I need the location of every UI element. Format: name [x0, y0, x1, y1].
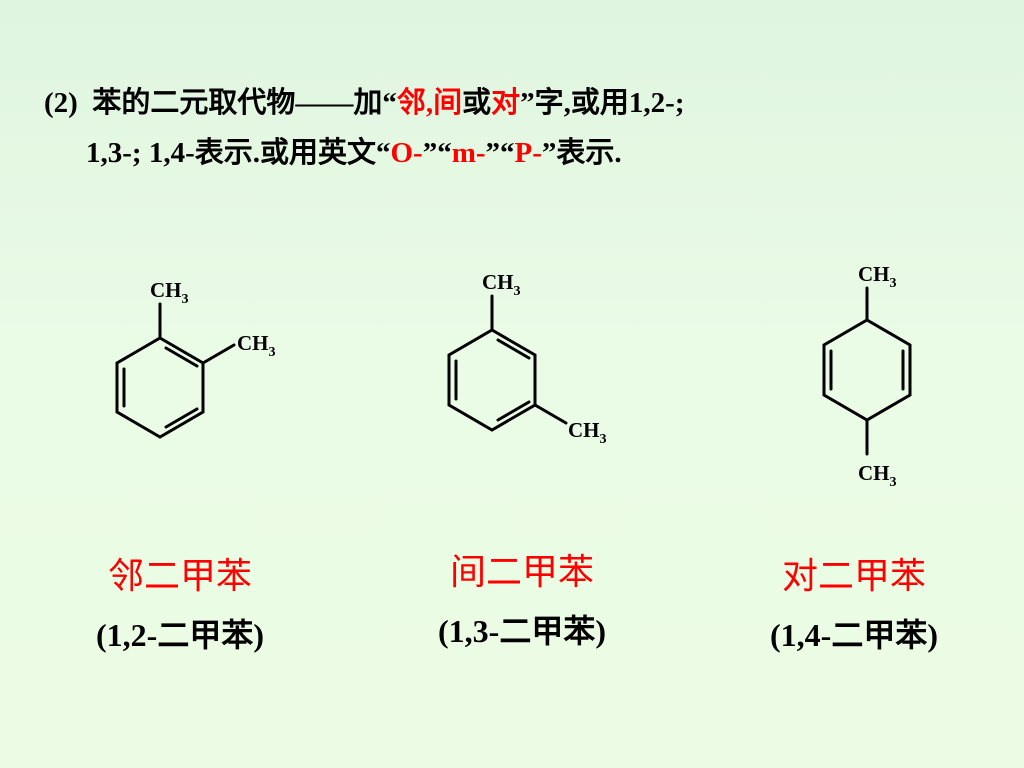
systematic-name-para: (1,4-二甲苯) [770, 617, 938, 653]
name-para-xylene: 对二甲苯 [781, 556, 926, 596]
ch3-label: CH3 [237, 331, 276, 360]
methyl-bond [533, 403, 568, 425]
heading-text-3: 1,3-; 1,4-表示.或用英文 [86, 137, 376, 169]
or-text: 或 [462, 87, 492, 119]
heading-text-1: 苯的二元取代物——加 [92, 87, 383, 119]
ch3-label: CH3 [568, 418, 607, 447]
quote-close: ” [541, 137, 557, 169]
ortho-xylene-structure: CH3 CH3 [115, 278, 276, 439]
ch3-label: CH3 [150, 278, 189, 307]
para-xylene-structure: CH3 CH3 [822, 262, 912, 490]
name-ortho-xylene: 邻二甲苯 [107, 556, 252, 596]
prefix-ortho: O- [390, 137, 423, 169]
quote-open: “ [375, 137, 391, 169]
meta-xylene-structure: CH3 CH3 [447, 270, 607, 447]
quote-close: ” [422, 137, 438, 169]
quote-close: ” [485, 137, 501, 169]
heading-text: (2) 苯的二元取代物——加“邻,间或对”字,或用1,2-; 1,3-; 1,4… [44, 78, 1004, 178]
ch3-label: CH3 [858, 262, 897, 291]
ch3-label: CH3 [858, 461, 897, 490]
keyword-meta: 间 [433, 87, 463, 119]
methyl-bond [201, 343, 236, 365]
quote-open: “ [382, 87, 397, 119]
benzene-ring [447, 328, 537, 432]
benzene-ring [115, 336, 205, 439]
double-bond [496, 400, 531, 422]
comma: , [425, 87, 434, 119]
item-number: (2) [44, 87, 78, 119]
quote-close: ” [520, 87, 535, 119]
prefix-para: P- [514, 137, 542, 169]
prefix-meta: m- [451, 137, 486, 169]
name-meta-xylene: 间二甲苯 [449, 552, 594, 592]
systematic-name-meta: (1,3-二甲苯) [438, 613, 606, 649]
keyword-ortho: 邻 [396, 87, 426, 119]
ch3-label: CH3 [482, 270, 521, 299]
heading-text-2: 字,或用1,2-; [534, 87, 685, 119]
double-bond [164, 407, 199, 429]
quote-open: “ [500, 137, 515, 169]
keyword-para: 对 [491, 87, 521, 119]
systematic-name-ortho: (1,2-二甲苯) [96, 617, 264, 653]
heading-line-2: 1,3-; 1,4-表示.或用英文“O-”“m-”“P-”表示. [44, 128, 1004, 178]
double-bond [496, 338, 531, 360]
heading-text-4: 表示. [556, 137, 622, 169]
heading-line-1: (2) 苯的二元取代物——加“邻,间或对”字,或用1,2-; [44, 78, 1004, 128]
quote-open: “ [437, 137, 452, 169]
double-bond [164, 346, 199, 368]
